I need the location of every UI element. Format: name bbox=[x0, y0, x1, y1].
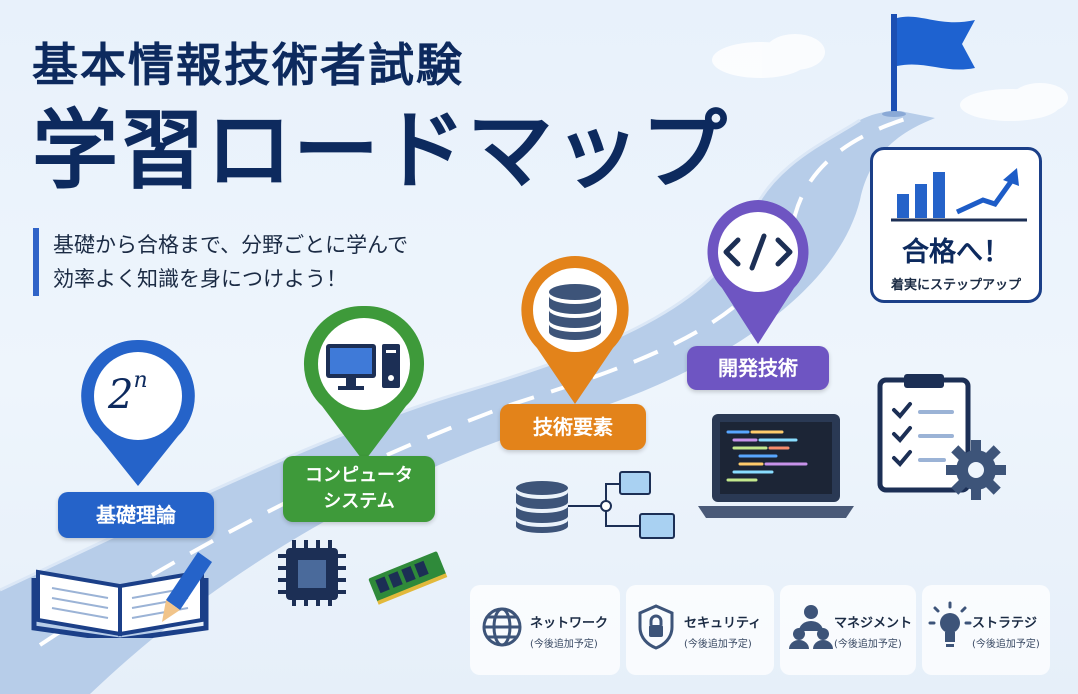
milestone-pin-computer-system bbox=[303, 305, 425, 462]
milestone-label-line-1: コンピュータ bbox=[305, 465, 413, 486]
upcoming-label: ストラテジ bbox=[972, 616, 1038, 631]
milestone-pin-basic-theory bbox=[81, 339, 195, 486]
page-title: 基本情報技術者試験 bbox=[32, 38, 464, 92]
upcoming-status: (今後追加予定) bbox=[972, 639, 1040, 650]
cpu-chip-icon bbox=[278, 540, 346, 606]
people-icon bbox=[789, 605, 833, 649]
upcoming-card-management[interactable]: マネジメント (今後追加予定) bbox=[780, 585, 916, 675]
goal-flag-icon bbox=[882, 14, 975, 117]
road-center-line bbox=[38, 114, 916, 647]
power-exponent-text: n bbox=[133, 368, 148, 393]
upcoming-label: ネットワーク bbox=[530, 616, 609, 631]
upcoming-card-strategy[interactable]: ストラテジ (今後追加予定) bbox=[922, 585, 1050, 675]
goal-label: 合格へ！ bbox=[902, 237, 1010, 268]
upcoming-label: セキュリティ bbox=[684, 616, 762, 631]
page-heading: 学習ロードマップ bbox=[32, 101, 728, 201]
shield-lock-icon bbox=[638, 604, 674, 650]
database-icon bbox=[549, 284, 601, 340]
subtitle-line-1: 基礎から合格まで、分野ごとに学んで bbox=[53, 233, 409, 257]
upcoming-status: (今後追加予定) bbox=[684, 639, 752, 650]
ram-module-icon bbox=[368, 551, 448, 605]
power-notation-icon: 2n bbox=[108, 368, 168, 422]
checklist-gear-icon bbox=[877, 374, 1006, 500]
milestone-pin-technology-elements bbox=[521, 256, 629, 404]
milestone-label-technology-elements[interactable]: 技術要素 bbox=[500, 404, 646, 450]
milestone-label-development[interactable]: 開発技術 bbox=[687, 346, 829, 390]
subtitle-block: 基礎から合格まで、分野ごとに学んで 効率よく知識を身につけよう！ bbox=[33, 228, 408, 296]
upcoming-card-security[interactable]: セキュリティ (今後追加予定) bbox=[626, 585, 774, 675]
book-pencil-icon bbox=[31, 552, 212, 638]
upcoming-card-network[interactable]: ネットワーク (今後追加予定) bbox=[470, 585, 620, 675]
milestone-label-computer-system[interactable]: コンピュータ システム bbox=[283, 456, 435, 522]
cloud-decoration bbox=[712, 34, 1068, 121]
road-shape bbox=[0, 111, 935, 694]
laptop-icon bbox=[698, 414, 854, 518]
upcoming-status: (今後追加予定) bbox=[530, 639, 598, 650]
goal-card: 合格へ！ 着実にステップアップ bbox=[870, 147, 1042, 303]
upcoming-status: (今後追加予定) bbox=[834, 639, 902, 650]
goal-sublabel: 着実にステップアップ bbox=[890, 278, 1021, 293]
desktop-computer-icon bbox=[326, 344, 400, 390]
upcoming-label: マネジメント bbox=[834, 616, 913, 631]
milestone-label-basic-theory[interactable]: 基礎理論 bbox=[58, 492, 214, 538]
database-network-icon bbox=[516, 471, 675, 539]
chart-growth-icon bbox=[891, 168, 1027, 222]
power-base-text: 2 bbox=[108, 372, 134, 418]
lightbulb-icon bbox=[928, 601, 972, 647]
milestone-label-line-2: システム bbox=[323, 491, 395, 512]
globe-icon bbox=[482, 607, 522, 647]
milestone-pin-development bbox=[707, 200, 809, 344]
subtitle-line-2: 効率よく知識を身につけよう！ bbox=[53, 267, 347, 291]
code-icon bbox=[723, 233, 793, 271]
